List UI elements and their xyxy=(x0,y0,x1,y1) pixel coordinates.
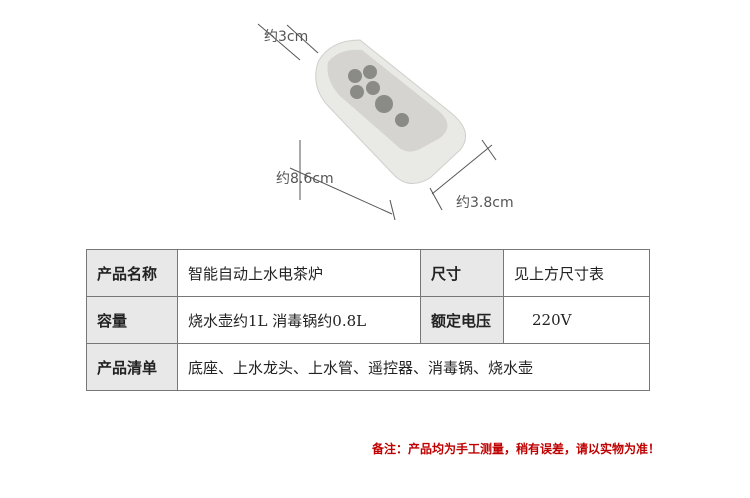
remote-buttons xyxy=(348,65,409,127)
voltage-value: 220V xyxy=(503,296,650,344)
size-label: 尺寸 xyxy=(420,249,504,297)
capacity-label: 容量 xyxy=(86,296,178,344)
width-dim-line xyxy=(257,23,301,61)
product-name-value: 智能自动上水电茶炉 xyxy=(177,249,421,297)
remote-button-3 xyxy=(350,85,364,99)
table-row: 产品名称 智能自动上水电茶炉 尺寸 见上方尺寸表 xyxy=(86,249,650,297)
product-name-label: 产品名称 xyxy=(86,249,178,297)
table-row: 产品清单 底座、上水龙头、上水管、遥控器、消毒锅、烧水壶 xyxy=(86,343,650,391)
voltage-label: 额定电压 xyxy=(420,296,504,344)
capacity-value: 烧水壶约1L 消毒锅约0.8L xyxy=(177,296,421,344)
measurement-note: 备注：产品均为手工测量，稍有误差，请以实物为准！ xyxy=(372,442,661,456)
package-list-label: 产品清单 xyxy=(86,343,178,391)
remote-button-6 xyxy=(395,113,409,127)
remote-button-4 xyxy=(366,81,380,95)
remote-control-image xyxy=(257,23,497,221)
spec-table: 产品名称 智能自动上水电茶炉 尺寸 见上方尺寸表 容量 烧水壶约1L 消毒锅约0… xyxy=(86,249,650,391)
table-row: 容量 烧水壶约1L 消毒锅约0.8L 额定电压 220V xyxy=(86,296,650,344)
thickness-dim-line xyxy=(431,144,493,195)
length-dim-line xyxy=(289,167,393,215)
remote-button-1 xyxy=(348,69,362,83)
size-value: 见上方尺寸表 xyxy=(503,249,650,297)
remote-button-2 xyxy=(363,65,377,79)
remote-button-5 xyxy=(375,95,393,113)
package-list-value: 底座、上水龙头、上水管、遥控器、消毒锅、烧水壶 xyxy=(177,343,650,391)
length-dimension-label: 约8.6cm xyxy=(276,171,334,187)
thickness-dimension-label: 约3.8cm xyxy=(456,195,514,211)
width-dimension-label: 约3cm xyxy=(264,29,309,45)
